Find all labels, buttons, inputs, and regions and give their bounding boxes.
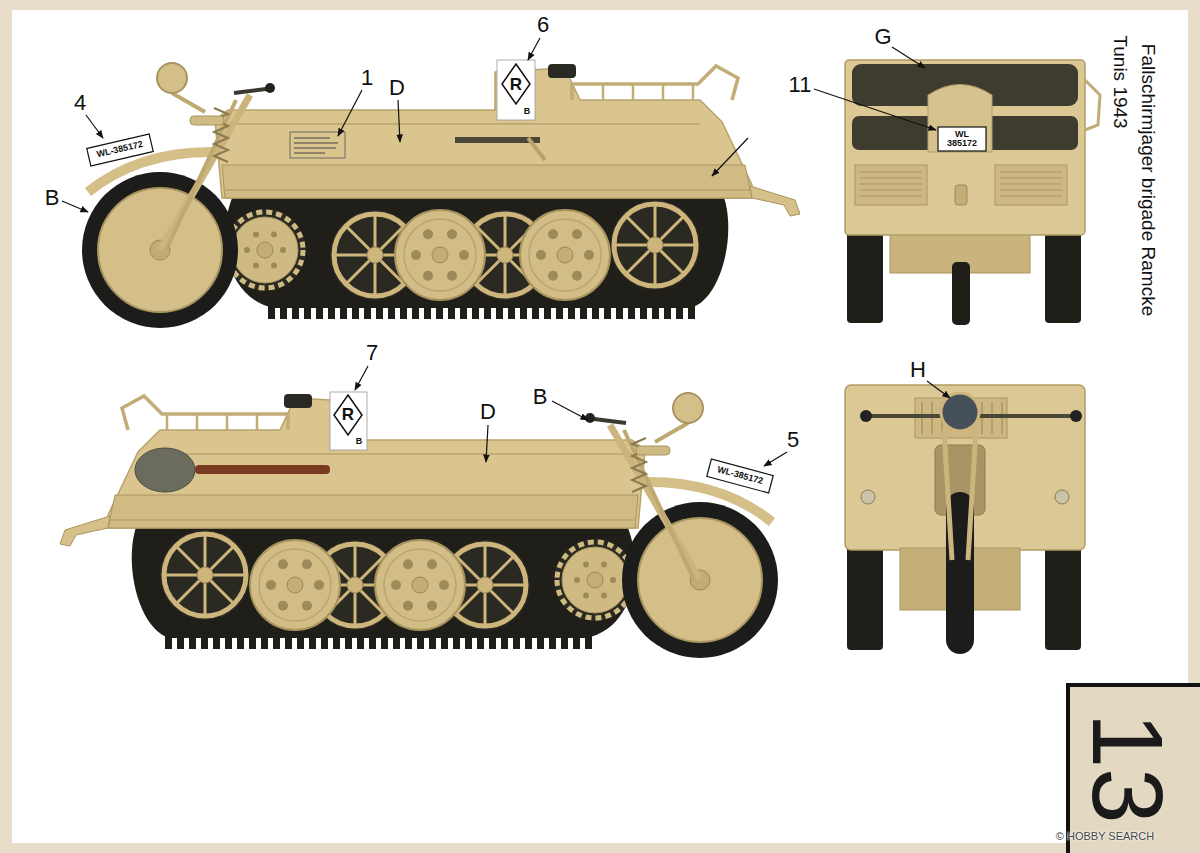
callout-letter: D xyxy=(480,400,496,424)
callout-number: 7 xyxy=(366,341,378,365)
callout-letter: B xyxy=(45,186,60,210)
callout-number: 6 xyxy=(537,13,549,37)
plate-number: WL 385172 xyxy=(944,130,980,149)
callout-letter: B xyxy=(533,385,548,409)
callout-number: 1 xyxy=(361,66,373,90)
callout-letter: G xyxy=(874,25,891,49)
unit-caption: Tunis 1943 xyxy=(1110,35,1131,128)
emblem-letter: B xyxy=(524,107,531,117)
page-number: 13 xyxy=(1073,712,1183,823)
emblem-letter: B xyxy=(356,437,363,447)
callout-number: 5 xyxy=(787,428,799,452)
callout-number: 11 xyxy=(789,73,812,97)
unit-caption: Fallschirmjager brigade Ramcke xyxy=(1138,44,1159,316)
emblem-letter: R xyxy=(510,76,522,95)
callout-number: 4 xyxy=(74,91,86,115)
watermark: © HOBBY SEARCH xyxy=(1056,830,1154,842)
plate-number: WL-385172 xyxy=(716,465,764,487)
emblem-letter: R xyxy=(342,406,354,425)
callout-letter: H xyxy=(910,358,926,382)
plate-number: WL-385172 xyxy=(96,140,144,160)
callout-letter: D xyxy=(389,76,405,100)
